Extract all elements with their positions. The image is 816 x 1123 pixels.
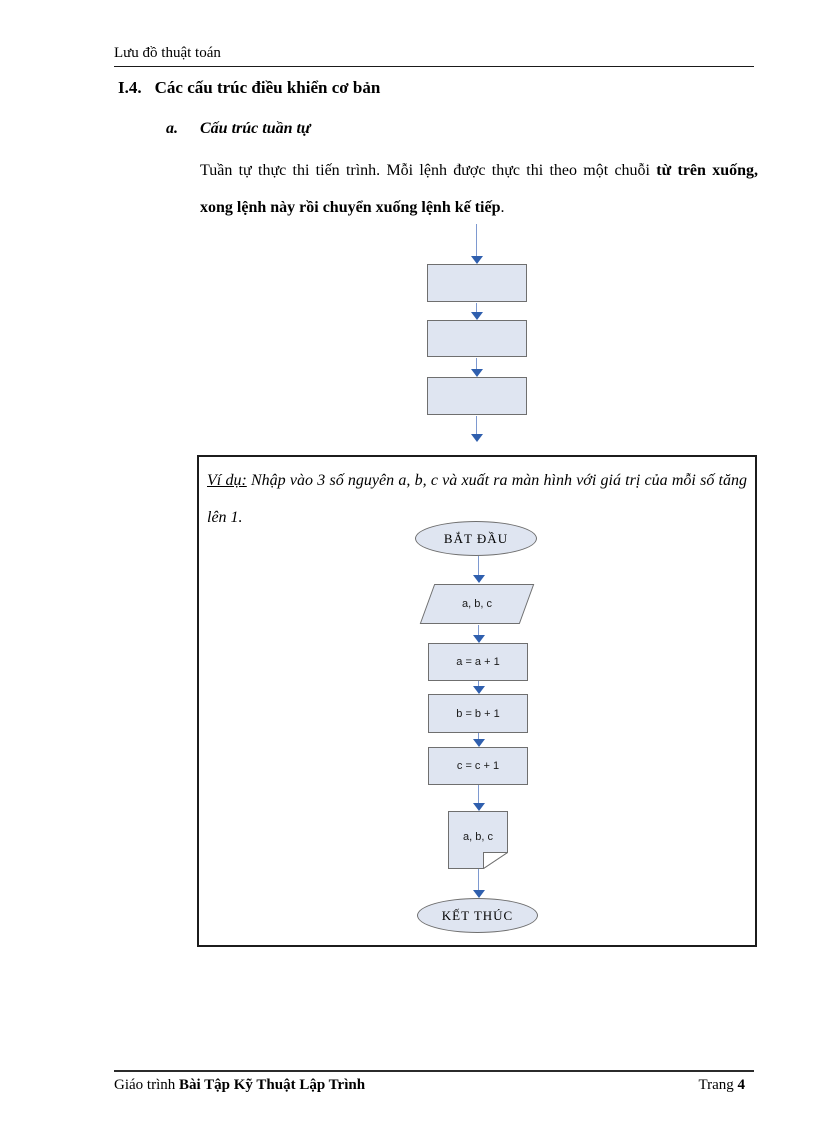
section-heading: I.4. Các cấu trúc điều khiển cơ bản	[118, 78, 380, 98]
example-box: Ví dụ: Nhập vào 3 số nguyên a, b, c và x…	[197, 455, 757, 947]
flowchart-start-terminator: BẮT ĐẦU	[415, 521, 537, 556]
paragraph-text-bold: từ trên xuống, xong lệnh này rồi chuyển …	[200, 162, 759, 216]
footer-book-info: Giáo trình Bài Tập Kỹ Thuật Lập Trình	[114, 1077, 365, 1094]
footer-book-title: Bài Tập Kỹ Thuật Lập Trình	[179, 1077, 366, 1093]
header-divider	[114, 66, 754, 67]
flowchart-process-1: a = a + 1	[428, 643, 528, 681]
process-block-empty-3	[427, 377, 527, 415]
flowchart-output-card: a, b, c	[448, 811, 508, 869]
flow-arrow-down-icon	[471, 303, 483, 320]
page-header-title: Lưu đồ thuật toán	[114, 45, 221, 61]
flow-arrow-down-icon	[473, 733, 485, 747]
input-label: a, b, c	[462, 598, 492, 610]
start-label: BẮT ĐẦU	[443, 530, 509, 546]
flow-arrow-down-icon	[473, 681, 485, 694]
footer-prefix: Giáo trình	[114, 1077, 179, 1093]
flow-arrow-down-icon	[471, 224, 483, 264]
flow-arrow-down-icon	[473, 785, 485, 811]
process-3-label: c = c + 1	[456, 760, 500, 772]
end-label: KẾT THÚC	[441, 907, 514, 923]
flowchart-process-3: c = c + 1	[428, 747, 528, 785]
process-2-label: b = b + 1	[456, 707, 500, 720]
flow-arrow-down-icon	[471, 416, 483, 442]
process-block-empty-2	[427, 320, 527, 357]
flow-arrow-down-icon	[473, 556, 485, 583]
folded-corner-card-icon	[448, 811, 508, 869]
process-block-empty-1	[427, 264, 527, 302]
section-title: Các cấu trúc điều khiển cơ bản	[154, 78, 381, 97]
flow-arrow-down-icon	[473, 869, 485, 898]
flow-arrow-down-icon	[471, 358, 483, 377]
flowchart-input-parallelogram: a, b, c	[419, 584, 535, 624]
flowchart-process-2: b = b + 1	[428, 694, 528, 733]
subsection-heading: a. Cấu trúc tuần tự	[166, 120, 311, 138]
flowchart-end-terminator: KẾT THÚC	[417, 898, 538, 933]
footer-page-info: Trang 4	[698, 1077, 745, 1094]
output-label: a, b, c	[463, 831, 493, 843]
footer-divider	[114, 1070, 754, 1072]
body-paragraph: Tuần tự thực thi tiến trình. Mỗi lệnh đư…	[200, 152, 758, 226]
example-text: Ví dụ: Nhập vào 3 số nguyên a, b, c và x…	[199, 457, 755, 536]
section-number: I.4.	[118, 78, 142, 97]
paragraph-text-normal: Tuần tự thực thi tiến trình. Mỗi lệnh đư…	[200, 162, 657, 179]
example-sentence: Nhập vào 3 số nguyên a, b, c và xuất ra …	[207, 472, 747, 526]
subsection-marker: a.	[166, 120, 178, 137]
process-1-label: a = a + 1	[456, 656, 500, 668]
flow-arrow-down-icon	[473, 625, 485, 643]
footer-page-label: Trang	[698, 1077, 738, 1093]
footer-page-number: 4	[737, 1077, 746, 1093]
subsection-title: Cấu trúc tuần tự	[200, 120, 311, 137]
example-label: Ví dụ:	[207, 472, 247, 489]
paragraph-period: .	[500, 199, 505, 216]
